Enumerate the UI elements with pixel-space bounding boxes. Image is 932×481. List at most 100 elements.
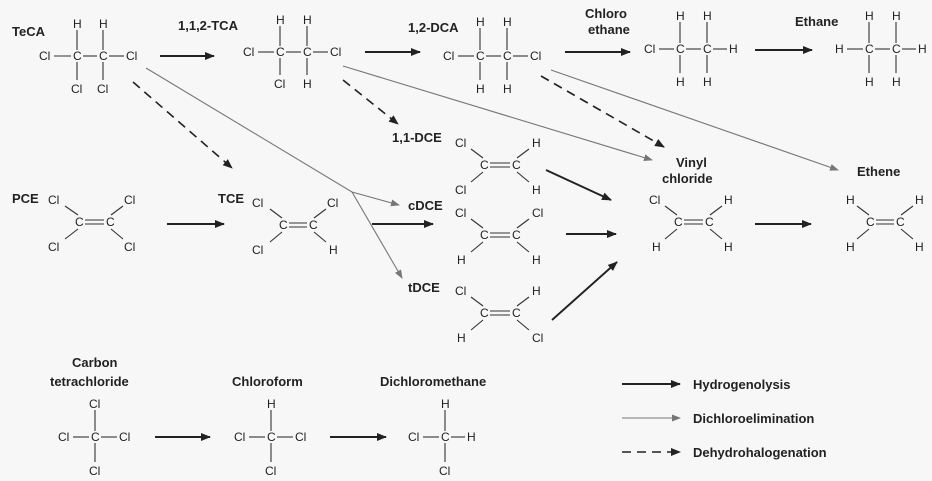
svg-text:C: C [309, 218, 318, 232]
svg-text:Cl: Cl [408, 430, 419, 444]
svg-text:Cl: Cl [530, 49, 541, 63]
label-teca: TeCA [12, 24, 46, 39]
svg-text:H: H [267, 397, 276, 411]
dehydrohalogenation-arrows [132, 75, 665, 169]
hydrogenolysis-arrows [155, 46, 813, 441]
svg-text:Cl: Cl [455, 284, 466, 298]
svg-text:H: H [835, 42, 844, 56]
svg-text:H: H [846, 240, 855, 254]
svg-text:Cl: Cl [455, 183, 466, 197]
svg-text:C: C [75, 215, 84, 229]
compound-labels: TeCA 1,1,2-TCA 1,2-DCA Chloro ethane Eth… [12, 6, 900, 389]
svg-text:Cl: Cl [89, 397, 100, 411]
svg-text:C: C [279, 218, 288, 232]
svg-text:H: H [532, 183, 541, 197]
svg-text:H: H [724, 240, 733, 254]
svg-text:Cl: Cl [532, 331, 543, 345]
arrow-tca-dce11 [342, 79, 399, 125]
svg-text:C: C [441, 430, 450, 444]
svg-text:Cl: Cl [439, 464, 450, 478]
svg-text:H: H [476, 82, 485, 96]
label-carbon-tet-line2: tetrachloride [50, 374, 129, 389]
svg-text:C: C [896, 215, 905, 229]
label-dichloromethane: Dichloromethane [380, 374, 486, 389]
svg-text:H: H [724, 193, 733, 207]
label-cdce: cDCE [408, 198, 443, 213]
svg-text:Cl: Cl [124, 240, 135, 254]
svg-text:Cl: Cl [295, 430, 306, 444]
svg-text:H: H [99, 17, 108, 31]
svg-text:C: C [865, 42, 874, 56]
svg-text:C: C [676, 42, 685, 56]
svg-text:H: H [303, 77, 312, 91]
arrow-teca-tce [132, 81, 233, 169]
svg-text:C: C [480, 306, 489, 320]
svg-text:Cl: Cl [48, 193, 59, 207]
svg-text:C: C [476, 49, 485, 63]
svg-text:C: C [512, 158, 521, 172]
svg-text:C: C [703, 42, 712, 56]
arrow-dca-vinyl [540, 75, 665, 148]
svg-text:Cl: Cl [455, 136, 466, 150]
arrow-teca-cdce [145, 67, 400, 207]
svg-text:Cl: Cl [89, 464, 100, 478]
legend: Hydrogenolysis Dichloroelimination Dehyd… [622, 377, 827, 460]
svg-text:Cl: Cl [124, 193, 135, 207]
svg-text:H: H [703, 75, 712, 89]
label-chloroform: Chloroform [232, 374, 303, 389]
svg-text:H: H [457, 331, 466, 345]
svg-text:C: C [503, 49, 512, 63]
svg-text:C: C [276, 45, 285, 59]
label-carbon-tet-line1: Carbon [72, 355, 118, 370]
svg-text:H: H [915, 193, 924, 207]
legend-hydrogenolysis-label: Hydrogenolysis [693, 377, 791, 392]
arrow-teca-tdce [351, 191, 403, 279]
svg-text:C: C [480, 228, 489, 242]
svg-text:Cl: Cl [71, 82, 82, 96]
svg-text:H: H [73, 17, 82, 31]
legend-dichloroelimination-label: Dichloroelimination [693, 411, 814, 426]
svg-text:H: H [457, 253, 466, 267]
svg-text:Cl: Cl [97, 82, 108, 96]
label-pce: PCE [12, 191, 39, 206]
svg-text:C: C [512, 306, 521, 320]
svg-text:H: H [652, 240, 661, 254]
svg-text:H: H [915, 240, 924, 254]
svg-text:C: C [892, 42, 901, 56]
svg-text:C: C [91, 430, 100, 444]
svg-text:Cl: Cl [327, 196, 338, 210]
svg-text:Cl: Cl [455, 206, 466, 220]
svg-text:C: C [303, 45, 312, 59]
svg-text:H: H [892, 9, 901, 23]
svg-text:H: H [532, 136, 541, 150]
svg-text:H: H [276, 13, 285, 27]
svg-text:Cl: Cl [532, 206, 543, 220]
arrow-dce11-vinyl [545, 169, 612, 201]
svg-text:Cl: Cl [119, 430, 130, 444]
svg-text:H: H [729, 42, 738, 56]
svg-text:Cl: Cl [126, 49, 137, 63]
svg-text:Cl: Cl [274, 77, 285, 91]
svg-text:C: C [480, 158, 489, 172]
svg-text:Cl: Cl [234, 430, 245, 444]
svg-text:H: H [846, 193, 855, 207]
svg-text:Cl: Cl [243, 45, 254, 59]
label-vinyl-line2: chloride [662, 171, 713, 186]
label-dce11: 1,1-DCE [392, 130, 442, 145]
svg-text:Cl: Cl [330, 45, 341, 59]
svg-text:H: H [532, 253, 541, 267]
arrow-dca-ethene [550, 69, 839, 171]
svg-text:Cl: Cl [58, 430, 69, 444]
svg-text:C: C [866, 215, 875, 229]
